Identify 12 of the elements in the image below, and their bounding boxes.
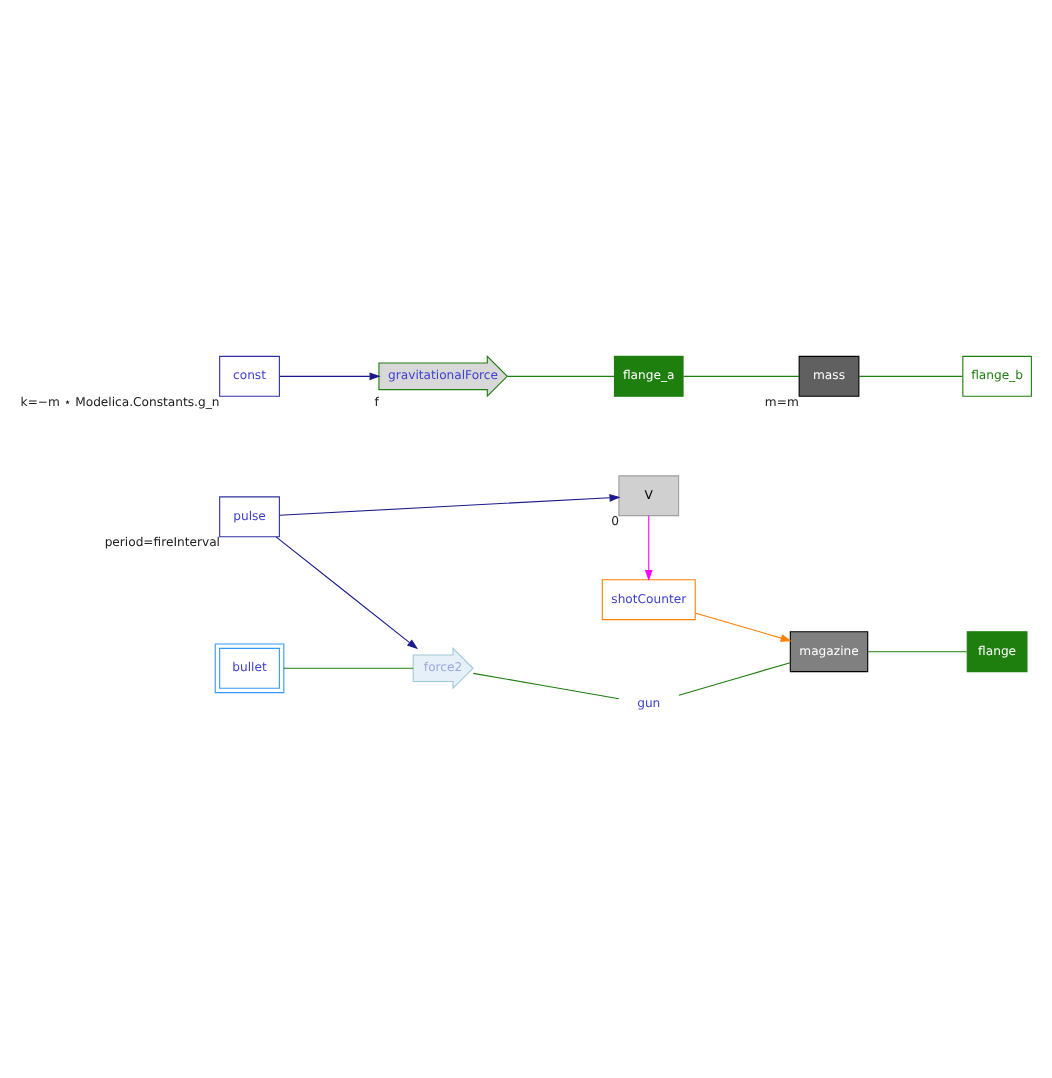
arrow <box>275 535 419 649</box>
connector <box>283 666 414 668</box>
arrow <box>278 492 621 515</box>
arrow <box>694 611 792 641</box>
connector <box>858 374 964 376</box>
connector <box>472 671 620 699</box>
connector <box>682 374 800 376</box>
arrow <box>279 371 381 380</box>
connector <box>678 661 791 695</box>
connector <box>506 374 615 376</box>
arrow <box>644 514 653 581</box>
connector <box>867 650 968 652</box>
